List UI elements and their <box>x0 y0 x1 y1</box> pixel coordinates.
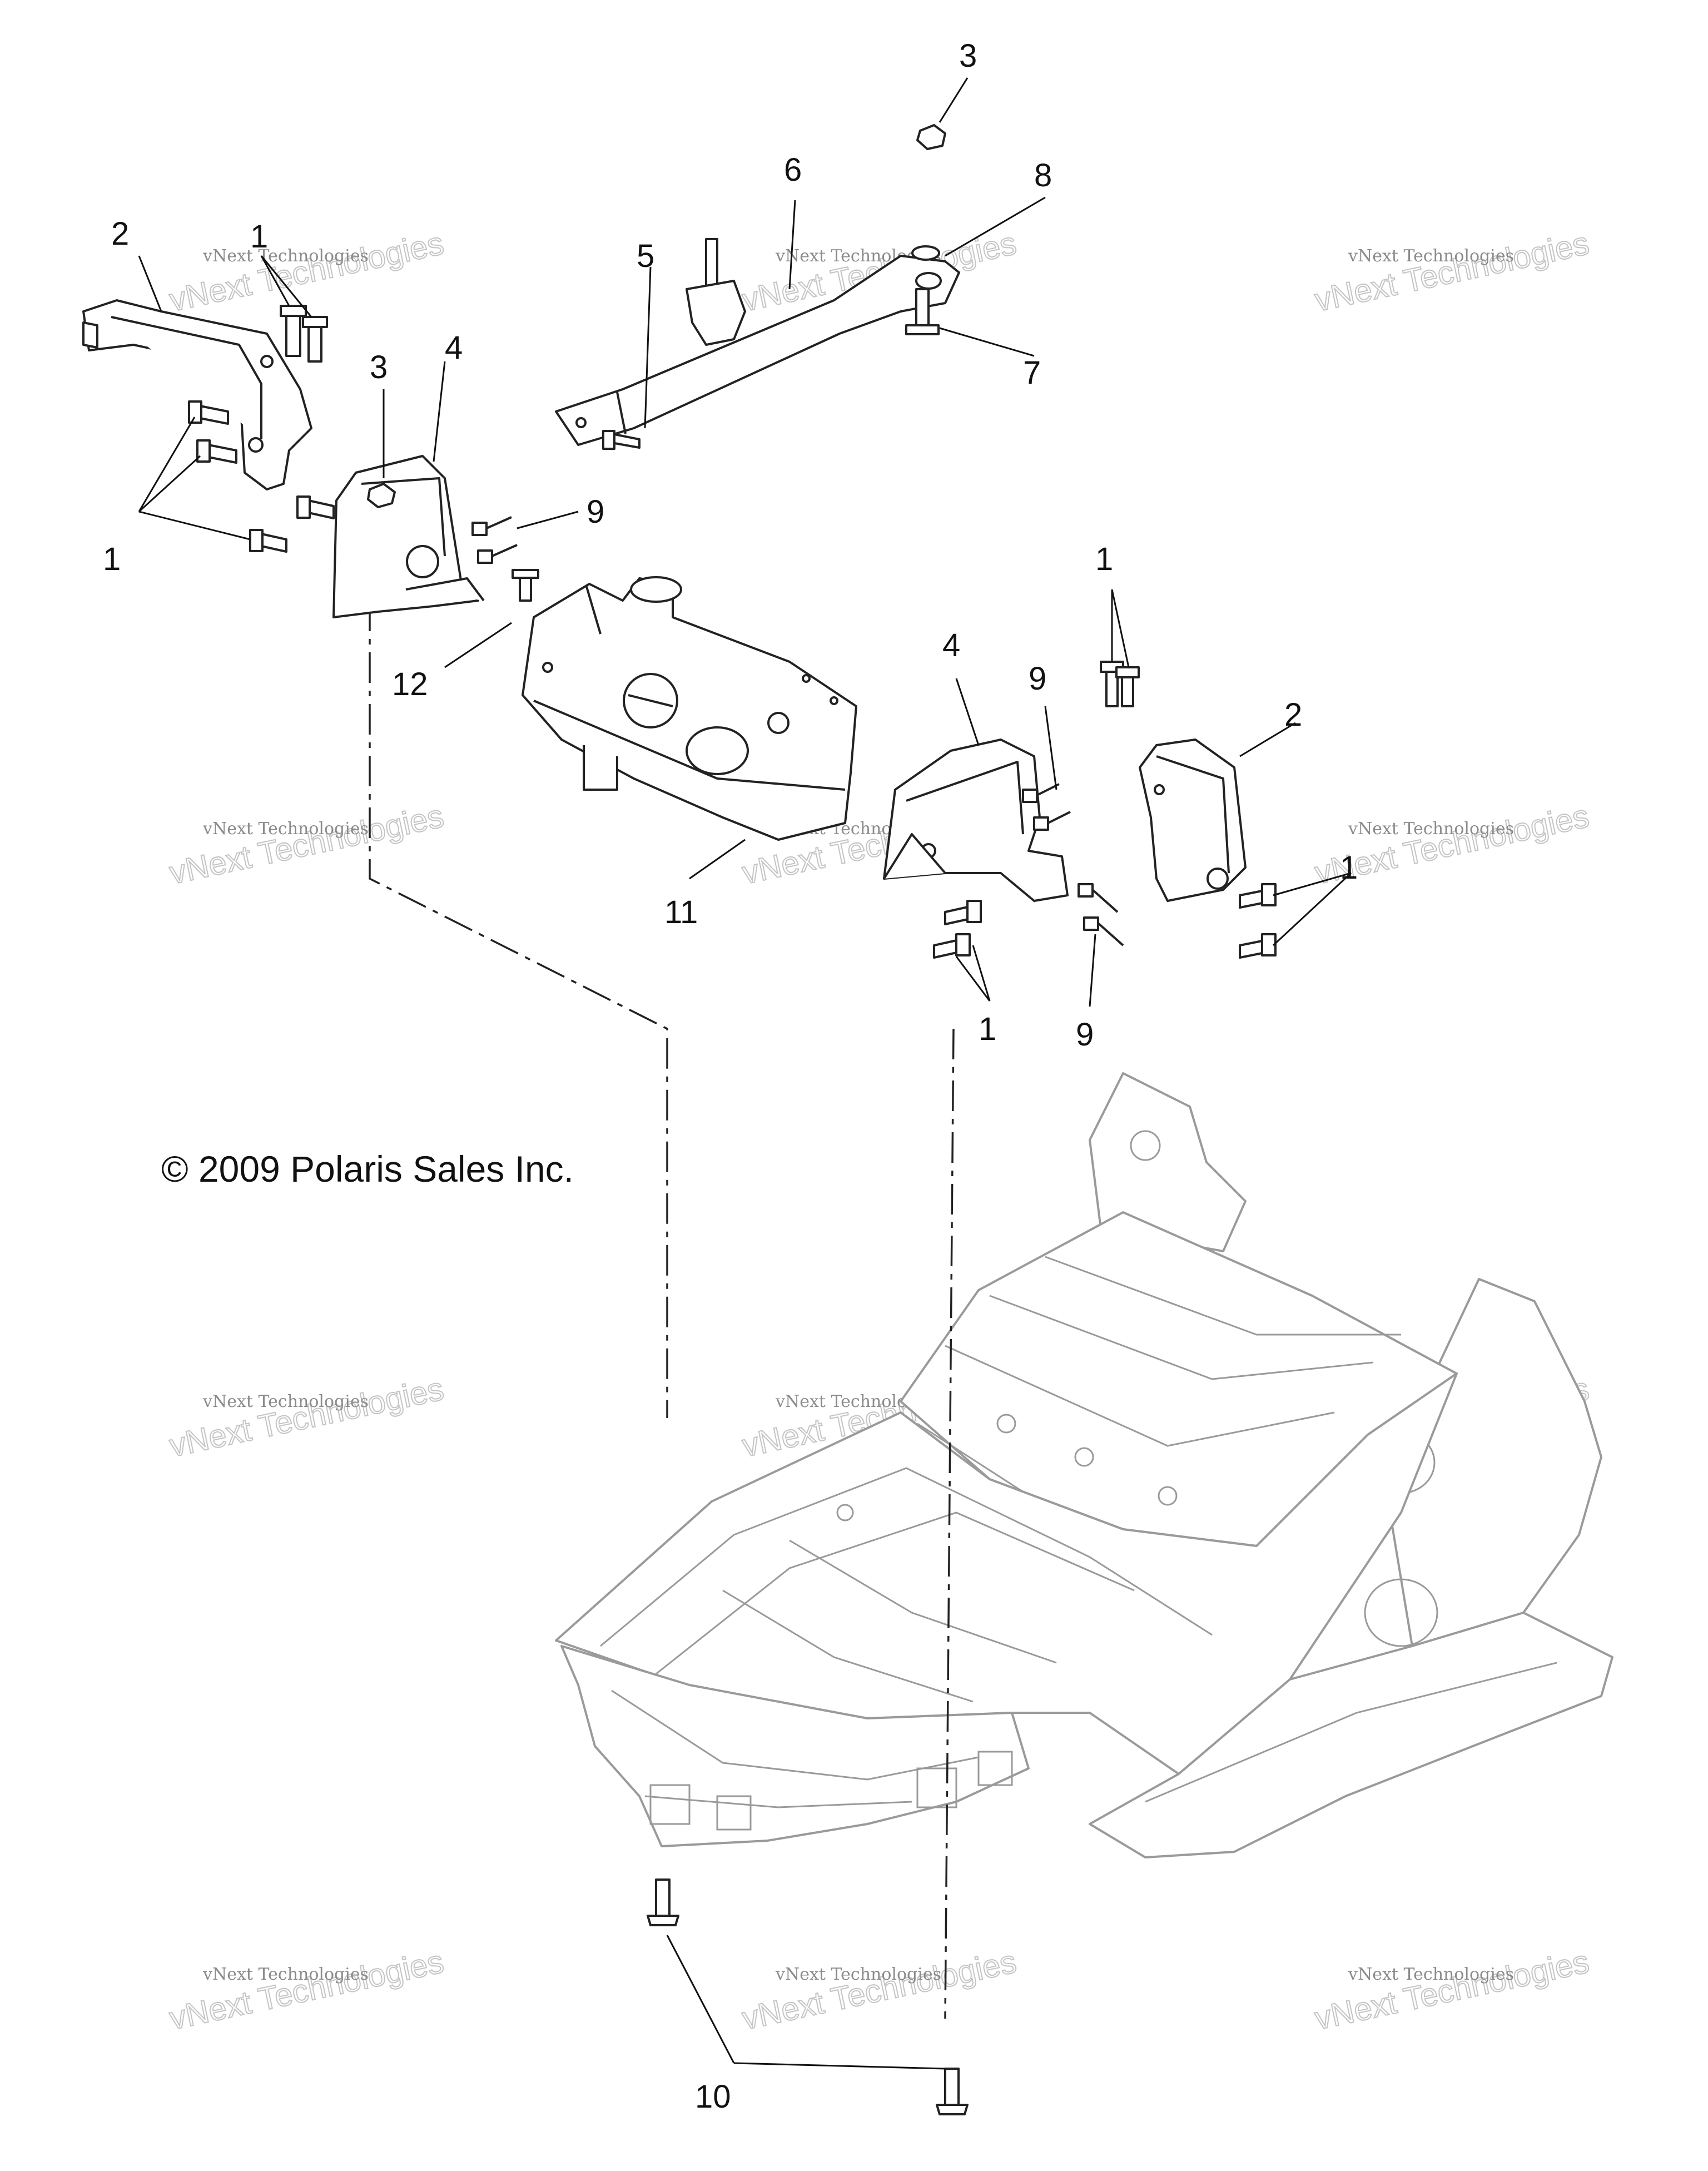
callout-1-top-bolts: 1 <box>250 219 268 255</box>
callout-10-bolts: 10 <box>695 2079 731 2115</box>
svg-text:vNext Technologies: vNext Technologies <box>166 1371 446 1464</box>
svg-text:vNext Technologies: vNext Technologies <box>1348 1965 1514 1984</box>
part-4-left-plate <box>332 455 485 618</box>
callout-9-right-top-pins: 9 <box>1029 661 1046 697</box>
part-2-left-bracket <box>82 299 312 490</box>
svg-text:vNext Technologies: vNext Technologies <box>1348 246 1514 266</box>
callout-3-top-nut: 3 <box>959 38 977 74</box>
callout-5-bolt: 5 <box>637 238 654 274</box>
callout-11-housing: 11 <box>664 894 698 930</box>
part-2-right-bracket <box>1139 738 1247 902</box>
callout-6-tube: 6 <box>784 152 802 188</box>
part-6-tube <box>555 238 960 446</box>
part-11-housing <box>522 576 857 841</box>
watermark: vNext Technologies vNext Technologies <box>166 1370 447 1465</box>
svg-text:vNext Technologies: vNext Technologies <box>166 1944 446 2037</box>
svg-text:vNext Technologies: vNext Technologies <box>202 1965 369 1984</box>
svg-text:vNext Technologies: vNext Technologies <box>775 1965 941 1984</box>
callout-2-left-bracket: 2 <box>111 216 129 252</box>
part-4-right-plate <box>883 738 1069 902</box>
svg-text:vNext Technologies: vNext Technologies <box>166 798 446 891</box>
callout-1-right-top-bolts: 1 <box>1095 541 1113 577</box>
copyright-notice: © 2009 Polaris Sales Inc. <box>161 1148 574 1189</box>
svg-text:vNext Technologies: vNext Technologies <box>202 246 369 266</box>
watermark: vNext Technologies vNext Technologies <box>1311 1943 1592 2038</box>
leader-lines <box>138 77 1352 2070</box>
watermark: vNext Technologies vNext Technologies <box>166 225 447 319</box>
chassis-frame <box>555 1072 1613 1858</box>
callout-1-left-bolts: 1 <box>103 541 121 577</box>
svg-text:vNext Technologies: vNext Technologies <box>202 819 369 839</box>
watermark: vNext Technologies vNext Technologies <box>738 1943 1020 2038</box>
callout-8-washer: 8 <box>1034 157 1052 194</box>
fasteners <box>188 124 1277 2115</box>
callout-1-bottom-bolts: 1 <box>979 1011 996 1047</box>
callout-7-bolt: 7 <box>1023 355 1041 391</box>
centerlines <box>369 601 955 2019</box>
callout-9-right-bottom-pins: 9 <box>1076 1017 1094 1053</box>
svg-text:vNext Technologies: vNext Technologies <box>1348 819 1514 839</box>
callout-4-right-plate: 4 <box>942 627 960 663</box>
svg-text:vNext Technologies: vNext Technologies <box>1312 1944 1592 2037</box>
callout-2-right-bracket: 2 <box>1284 697 1302 733</box>
svg-text:vNext Technologies: vNext Technologies <box>202 1392 369 1411</box>
svg-text:vNext Technologies: vNext Technologies <box>739 1944 1019 2037</box>
callout-4-left-plate: 4 <box>445 330 463 366</box>
svg-text:vNext Technologies: vNext Technologies <box>1312 225 1592 319</box>
watermark: vNext Technologies vNext Technologies <box>166 797 447 892</box>
callout-12-bolt: 12 <box>392 666 428 702</box>
callout-9-left-pins: 9 <box>587 494 604 530</box>
watermark: vNext Technologies vNext Technologies <box>166 1943 447 2038</box>
svg-text:vNext Technologies: vNext Technologies <box>166 225 446 319</box>
callout-labels: 3 6 8 5 7 2 1 3 4 9 1 12 4 1 9 2 1 11 1 … <box>103 38 1358 2115</box>
callout-3-left-nut: 3 <box>370 349 388 385</box>
callout-1-right-side-bolts: 1 <box>1340 850 1358 886</box>
watermark: vNext Technologies vNext Technologies <box>1311 225 1592 319</box>
